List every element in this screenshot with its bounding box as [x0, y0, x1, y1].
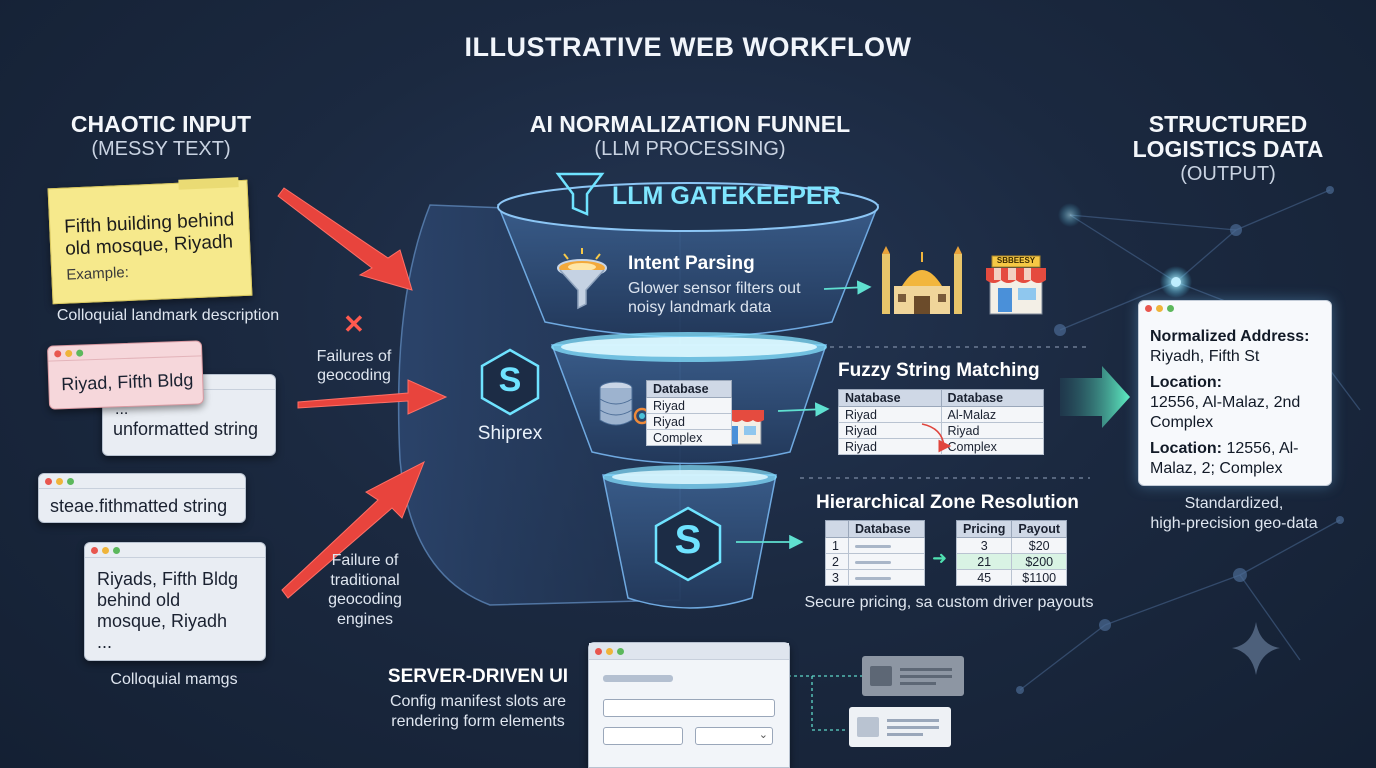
output-caption: Standardized,high-precision geo-data — [1150, 495, 1318, 532]
shiprex-logo-icon — [480, 348, 540, 416]
loc1-value: 12556, Al-Malaz, 2nd Complex — [1150, 394, 1301, 431]
center-subheading: (LLM PROCESSING) — [594, 138, 786, 160]
riyads-card: Riyads, Fifth Bldg behind old mosque, Ri… — [84, 542, 266, 661]
intent-title: Intent Parsing — [628, 253, 755, 274]
funnel-filter-icon — [555, 172, 605, 216]
center-heading: AI NORMALIZATION FUNNEL — [529, 111, 851, 137]
note-text: Fifth building behind old mosque, Riyadh — [63, 209, 235, 260]
lamp-filter-icon — [557, 248, 607, 310]
left-heading: CHAOTIC INPUT — [70, 111, 252, 137]
right-heading-l1: STRUCTURED — [1148, 111, 1308, 137]
shiprex-brand: Shiprex — [477, 423, 543, 444]
zone-title: Hierarchical Zone Resolution — [816, 492, 1079, 513]
shiprex-glyph-2: S — [674, 518, 702, 562]
note-caption: Colloquial landmark description — [56, 307, 280, 324]
mosque-icon — [882, 246, 962, 314]
loc2-value: 12556, Al-Malaz, 2; Complex — [1150, 440, 1299, 477]
sdui-title: SERVER-DRIVEN UI — [387, 666, 569, 687]
gatekeeper-label: LLM GATEKEEPER — [612, 182, 841, 210]
left-subheading: (MESSY TEXT) — [91, 138, 231, 160]
right-heading-l2: LOGISTICS DATA — [1132, 136, 1324, 162]
page-title: ILLUSTRATIVE WEB WORKFLOW — [464, 32, 912, 62]
sdui-slot-card-1 — [862, 656, 964, 696]
note-example: Example: — [65, 263, 130, 284]
fithmatted-string-card: steae.fithmatted string — [38, 473, 246, 523]
shop-sign: SBBEESY — [996, 256, 1036, 265]
zone-caption: Secure pricing, sa custom driver payouts — [804, 594, 1094, 611]
card4-caption: Colloquial mamgs — [110, 671, 238, 688]
sticky-note: Fifth building behind old mosque, Riyadh… — [47, 177, 253, 305]
shop-icon — [986, 255, 1046, 315]
sdui-window: ⌄ — [588, 642, 790, 768]
right-subheading: (OUTPUT) — [1180, 163, 1276, 185]
sdui-dropdown[interactable]: ⌄ — [695, 727, 773, 745]
unformatted-string-text: unformatted string — [113, 419, 259, 439]
addr-value: Riyadh, Fifth St — [1150, 348, 1260, 365]
chevron-down-icon: ⌄ — [758, 729, 768, 741]
fithmatted-string-text: steae.fithmatted string — [50, 496, 228, 516]
stage2-db-table: Database Riyad Riyad Complex — [646, 380, 732, 446]
zone-arrow-icon: ➜ — [932, 548, 948, 568]
zone-db-table: Database 1 2 3 — [825, 520, 925, 586]
sdui-slot-card-2 — [849, 707, 951, 747]
sdui-small-field[interactable] — [603, 727, 683, 745]
sparkle-icon — [1232, 622, 1280, 675]
shiprex-logo-icon-2 — [654, 506, 722, 582]
fail-x-icon: ✕ — [343, 309, 365, 339]
loc2-label: Location: — [1150, 440, 1222, 457]
output-arrow — [1060, 366, 1130, 428]
shiprex-glyph: S — [498, 361, 522, 399]
sdui-text-field[interactable] — [603, 699, 775, 717]
addr-label: Normalized Address: — [1150, 328, 1310, 345]
red-arrows — [277, 187, 448, 599]
database-icon — [599, 381, 633, 426]
fuzzy-title: Fuzzy String Matching — [838, 360, 1040, 381]
output-card: Normalized Address: Riyadh, Fifth St Loc… — [1138, 300, 1332, 486]
riyad-card-text: Riyad, Fifth Bldg — [60, 369, 194, 395]
loc1-label: Location: — [1150, 374, 1222, 391]
riyad-card: Riyad, Fifth Bldg — [46, 340, 205, 410]
